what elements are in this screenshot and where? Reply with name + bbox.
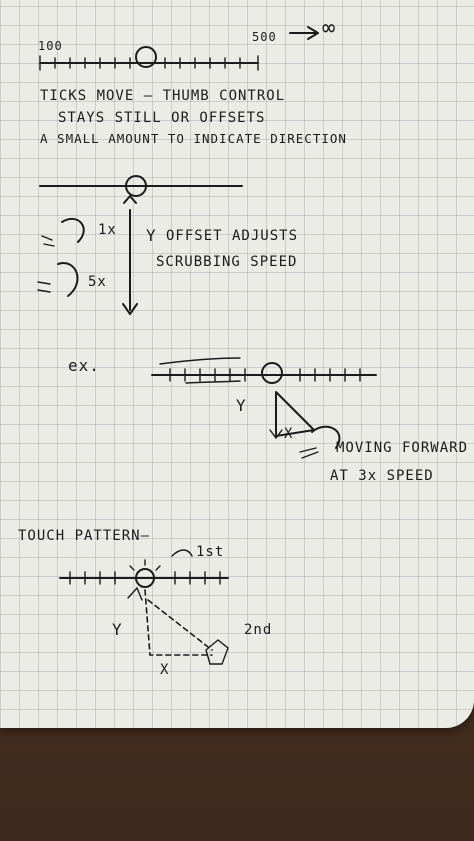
scrubber-track-2 — [37, 175, 243, 315]
touch-thumb — [135, 568, 155, 588]
y-offset-line-2: SCRUBBING SPEED — [156, 254, 298, 270]
thumb-1x-icon — [61, 217, 85, 243]
example-line-2: AT 3x SPEED — [330, 468, 434, 484]
touch-second-label: 2nd — [244, 622, 273, 638]
scrubber-thumb-1 — [135, 46, 157, 68]
touch-pattern-title: TOUCH PATTERN— — [18, 528, 151, 544]
scrubber-track-1 — [39, 26, 319, 71]
scribble-line-top — [159, 357, 241, 365]
touch-y-label: Y — [112, 620, 123, 639]
infinity-label: ∞ — [322, 16, 337, 41]
example-scrubber — [151, 357, 377, 459]
example-y-label: Y — [236, 396, 247, 415]
sketch-drawing — [37, 26, 377, 665]
example-line-1: MOVING FORWARD — [336, 440, 469, 456]
scribble-line-bottom — [185, 380, 241, 384]
arrow-to-infinity — [289, 26, 319, 40]
note-line-1: TICKS MOVE — THUMB CONTROL — [40, 88, 286, 104]
thumb-5x-icon — [57, 262, 79, 297]
example-label: ex. — [68, 356, 100, 375]
thumb-example-icon — [311, 425, 341, 449]
note-line-3: A SMALL AMOUNT TO INDICATE DIRECTION — [40, 131, 347, 146]
y-offset-line-1: OFFSET ADJUSTS — [166, 228, 299, 244]
touch-finger-2 — [205, 639, 229, 665]
graph-paper-sheet: 100 500 ∞ TICKS MOVE — THUMB CONTROL STA… — [0, 0, 474, 728]
scrubber-thumb-2 — [125, 175, 147, 197]
example-thumb — [261, 362, 283, 384]
touch-first-label: 1st — [196, 544, 225, 560]
note-line-2: STAYS STILL OR OFFSETS — [58, 110, 266, 126]
touch-pattern-scrubber — [59, 549, 229, 665]
touch-rays — [123, 559, 167, 579]
speed-5x-label: 5x — [88, 274, 107, 290]
dashed-diagonal — [147, 599, 213, 651]
first-touch-pointer — [171, 549, 193, 557]
speed-1x-label: 1x — [98, 222, 117, 238]
offset-triangle — [275, 391, 315, 437]
y-offset-arrow — [122, 195, 138, 315]
touch-finger-1 — [127, 586, 143, 601]
dashed-y-x-path — [144, 589, 213, 656]
example-x-label: X — [284, 426, 294, 442]
scale-start-label: 100 — [38, 39, 63, 53]
touch-x-label: X — [160, 662, 170, 678]
scale-end-label: 500 — [252, 30, 277, 44]
y-offset-label: Y — [146, 226, 157, 245]
